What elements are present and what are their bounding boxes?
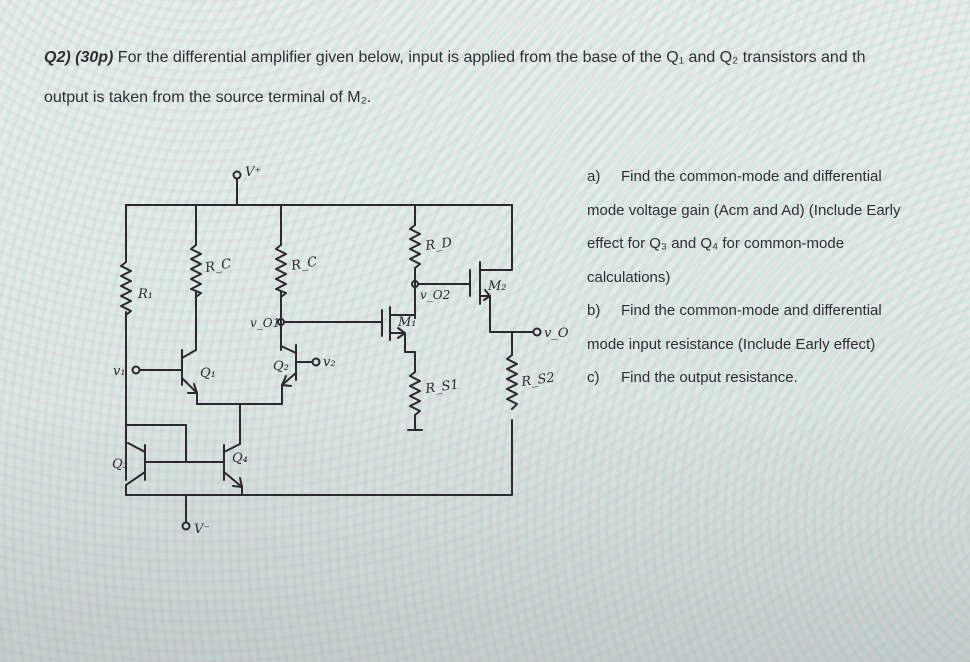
m2-source-arrow	[483, 289, 491, 301]
v-minus-rail	[125, 484, 243, 496]
task-a-line-3: effect for Q₃ and Q₄ for common-mode	[587, 235, 845, 252]
q1-label: Q₁	[200, 366, 216, 381]
m1-source-arrow	[397, 327, 406, 339]
m1-source	[389, 332, 416, 373]
task-b-line-2: mode input resistance (Include Early eff…	[587, 335, 876, 353]
task-a-line-2: mode voltage gain (Acm and Ad) (Include …	[587, 201, 901, 219]
m1-label: M₁	[397, 315, 417, 330]
r1-resistor	[120, 261, 132, 316]
v-minus-terminal	[181, 521, 191, 531]
rd-label: R_D	[423, 235, 453, 254]
rc-left-label: R_C	[203, 257, 232, 277]
q3-emitter	[125, 471, 146, 486]
q4-collector	[223, 443, 241, 453]
q2-label: Q₂	[273, 359, 289, 374]
vo2-label: v_O2	[420, 288, 450, 302]
r1-label: R₁	[137, 287, 153, 302]
question-line-1-text: For the differential amplifier given bel…	[113, 49, 866, 66]
task-c-line-1: Find the output resistance.	[621, 369, 798, 386]
v-minus-label: V⁻	[194, 522, 210, 537]
rs1-label: R_S1	[423, 377, 459, 397]
task-list: a)Find the common-mode and differential …	[587, 160, 967, 395]
v1-label: v₁	[113, 364, 126, 379]
task-a-line-1: Find the common-mode and differential	[621, 168, 882, 185]
question-text: Q2) (30p) For the differential amplifier…	[44, 38, 970, 118]
q4-label: Q₄	[232, 451, 248, 466]
task-a-line-4: calculations)	[587, 268, 671, 286]
rs1-wire	[407, 414, 423, 431]
rd-resistor	[409, 224, 421, 269]
q2-collector	[280, 345, 297, 354]
q2-emitter	[281, 372, 297, 405]
q3-label: Q₃	[112, 457, 128, 472]
q3-diode-connection	[125, 424, 187, 463]
task-c-marker: c)	[587, 369, 600, 386]
vo-label: v_O	[544, 326, 569, 341]
vo1-label: v_O1	[250, 316, 280, 330]
q1-emitter	[181, 377, 198, 405]
question-label: Q2) (30p)	[44, 49, 114, 66]
m1-drain	[389, 314, 416, 319]
v2-terminal	[311, 357, 321, 367]
v-plus-label: V⁺	[245, 165, 261, 180]
top-rail-wire	[125, 204, 513, 226]
task-b-marker: b)	[587, 302, 601, 319]
q3-collector	[127, 442, 146, 453]
rc-right-resistor	[275, 244, 287, 298]
m2-source	[479, 295, 513, 333]
q2-emitter-arrow	[281, 375, 292, 387]
v2-label: v₂	[323, 355, 336, 370]
m2-drain	[479, 204, 513, 271]
v-plus-terminal	[232, 170, 242, 180]
question-line-1: Q2) (30p) For the differential amplifier…	[44, 38, 970, 78]
bottom-return-wire	[241, 419, 513, 496]
task-a: a)Find the common-mode and differential …	[587, 160, 967, 294]
vo-terminal	[532, 327, 542, 337]
m2-label: M₂	[487, 279, 507, 294]
rc-left-resistor	[190, 244, 202, 298]
q4-emitter	[223, 471, 243, 488]
question-line-2: output is taken from the source terminal…	[44, 89, 372, 106]
rs2-resistor	[506, 354, 518, 410]
task-c: c) Find the output resistance.	[587, 361, 967, 395]
rc-right-label: R_C	[289, 255, 318, 275]
rs2-label: R_S2	[519, 370, 555, 390]
q1-emitter-arrow	[187, 383, 198, 394]
task-b: b)Find the common-mode and differential …	[587, 294, 967, 361]
task-b-line-1: Find the common-mode and differential	[621, 302, 882, 319]
v1-terminal	[131, 365, 141, 375]
rs1-resistor	[409, 371, 421, 416]
task-a-marker: a)	[587, 168, 601, 185]
q1-collector	[181, 349, 197, 359]
